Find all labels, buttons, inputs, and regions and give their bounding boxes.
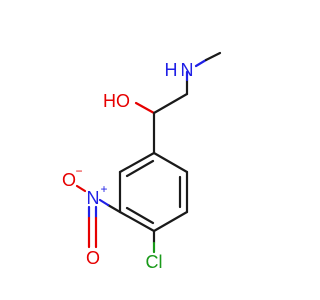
nitro-group	[75, 184, 122, 249]
amine-n-label: N	[181, 60, 194, 80]
nitro-n-charge: +	[100, 182, 107, 196]
bond-carbinol-to-ch2	[152, 92, 189, 115]
benzene-ring	[118, 151, 189, 233]
nitro-n-label: N	[87, 188, 100, 208]
ring-bond-4-inner	[125, 206, 155, 225]
ring-bond-3	[152, 210, 189, 233]
bond-ring-to-nitro-n-colored	[98, 198, 110, 207]
hydroxyl-label: HO	[103, 91, 130, 111]
bond-n-to-methyl	[194, 58, 208, 68]
ring-bond-6	[118, 151, 156, 174]
ring-bond-6-inner	[125, 159, 155, 178]
amine-h-label: H	[165, 60, 178, 80]
molecule-structure: HO N H N + O − O Cl	[62, 51, 222, 272]
nitro-o-lower-label: O	[86, 248, 100, 268]
bond-n-to-methyl-end	[204, 51, 222, 62]
bond-ring-to-nitro-n	[106, 203, 122, 214]
nitro-o-upper-label: O	[62, 170, 76, 190]
nitro-o-upper-charge: −	[75, 164, 82, 178]
chlorine-label: Cl	[146, 252, 163, 272]
bond-carbinol-to-oh	[134, 101, 156, 115]
side-chain	[134, 51, 222, 155]
ring-bond-4	[118, 210, 156, 233]
bond-nitro-n-to-o-upper	[75, 184, 87, 193]
ring-bond-1	[152, 151, 189, 174]
